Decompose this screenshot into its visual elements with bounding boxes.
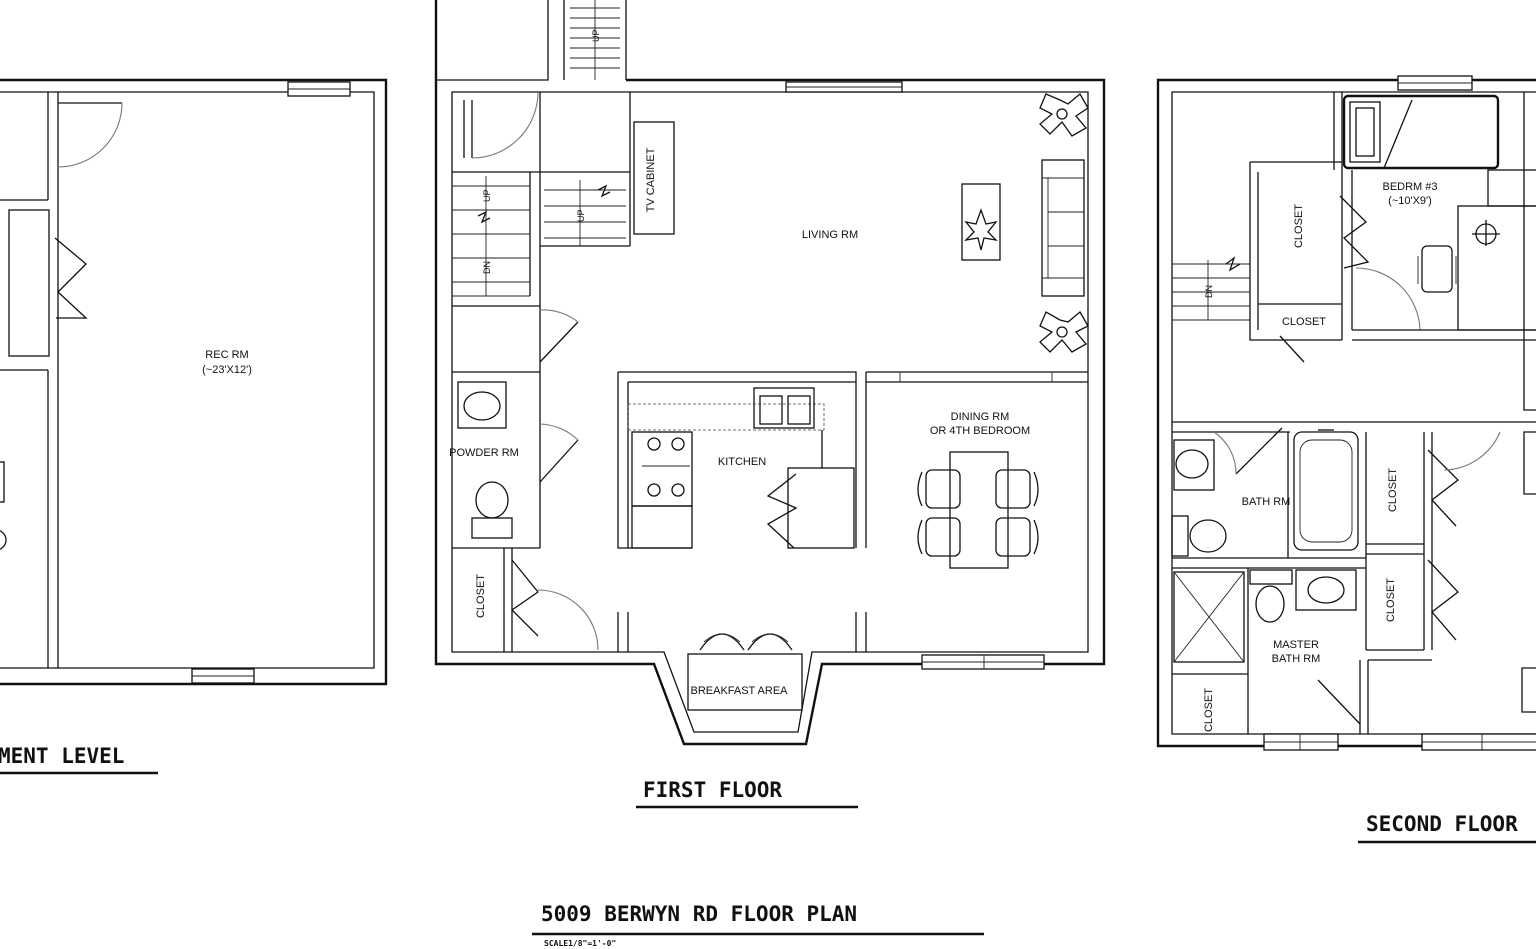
stair-dn-label: DN [482, 261, 492, 274]
bed [1342, 94, 1500, 170]
bedroom3-size: (~10'X9') [1388, 195, 1432, 207]
plan-title: 5009 BERWYN RD FLOOR PLAN [541, 902, 857, 926]
bath-room-label: BATH RM [1242, 496, 1291, 508]
dining-room-label: DINING RM [951, 411, 1010, 423]
second-floor-heading: SECOND FLOOR [1366, 812, 1518, 836]
closet-d-label: CLOSET [1385, 578, 1397, 622]
basement-heading: MENT LEVEL [0, 744, 124, 768]
first-floor-plan: UP UP DN [434, 0, 1106, 809]
closet-e-label: CLOSET [1203, 688, 1215, 732]
stair-up-left-label: UP [482, 189, 492, 202]
master-bath-label: MASTER [1273, 639, 1319, 651]
basement-plan: REC RM (~23'X12') MENT LEVEL [0, 78, 388, 775]
living-room-label: LIVING RM [802, 229, 858, 241]
stair-left: UP DN [452, 172, 541, 297]
stair-up-top-label: UP [591, 29, 601, 42]
rec-room-label: REC RM [205, 349, 248, 361]
closet-a-label: CLOSET [1293, 204, 1305, 248]
dining-room-alt-label: OR 4TH BEDROOM [930, 425, 1030, 437]
bedroom3-label: BEDRM #3 [1382, 181, 1437, 193]
tv-cabinet-label: TV CABINET [645, 147, 657, 212]
plant-bottom [1039, 311, 1089, 353]
stair-second: DN [1172, 256, 1250, 321]
master-bath-label-2: BATH RM [1272, 653, 1321, 665]
breakfast-area-label: BREAKFAST AREA [690, 685, 788, 697]
stair-mid: UP [544, 180, 626, 246]
stair-dn-second-label: DN [1204, 285, 1214, 298]
second-floor-plan: CLOSET CLOSET DN BEDRM #3 (~10'X9') [1156, 75, 1536, 844]
plant-top [1039, 93, 1089, 137]
plan-scale: SCALE1/8"=1'-0" [544, 939, 616, 948]
powder-room-label: POWDER RM [449, 447, 519, 459]
title-block: 5009 BERWYN RD FLOOR PLAN SCALE1/8"=1'-0… [532, 902, 984, 948]
dining-chairs [917, 469, 1039, 557]
closet-b-label: CLOSET [1282, 316, 1326, 328]
kitchen-label: KITCHEN [718, 456, 766, 468]
first-floor-heading: FIRST FLOOR [643, 778, 782, 802]
stair-up-mid-label: UP [576, 209, 586, 222]
stair-top: UP [570, 0, 620, 80]
closet-c-label: CLOSET [1387, 468, 1399, 512]
closet-first-label: CLOSET [475, 574, 487, 618]
rec-room-size: (~23'X12') [202, 364, 252, 376]
